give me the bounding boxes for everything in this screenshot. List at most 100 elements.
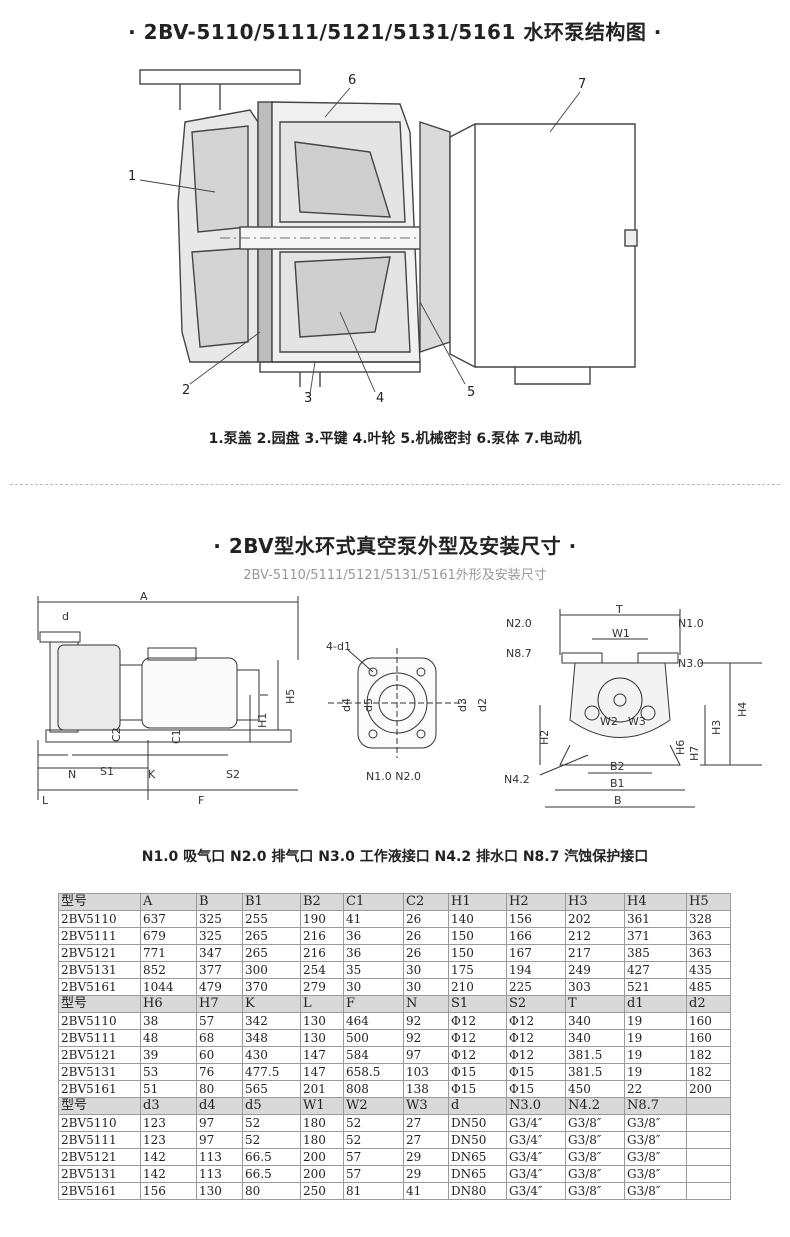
table-cell: 30	[343, 978, 404, 996]
table-cell: 19	[624, 1063, 687, 1081]
table-header-cell: N	[403, 995, 449, 1013]
side-view-drawing: A d H5 H1 C2 C1 N S1 K S2 L F	[37, 590, 299, 807]
table-cell: Φ12	[448, 1046, 507, 1064]
table-cell: 479	[196, 978, 243, 996]
table-header-cell: H6	[140, 995, 197, 1013]
ports-legend: N1.0 吸气口 N2.0 排气口 N3.0 工作液接口 N4.2 排水口 N8…	[141, 849, 649, 865]
table-cell: 202	[565, 910, 625, 928]
pump-structure-drawing: 1 2 3 4 5 6 7	[128, 69, 638, 406]
table-cell: 2BV5110	[58, 1114, 141, 1132]
table-cell: 2BV5110	[58, 910, 141, 928]
table-cell: 26	[403, 910, 449, 928]
dim-W1: W1	[612, 627, 630, 640]
table-cell: G3/8″	[565, 1148, 625, 1166]
dim-W3: W3	[628, 715, 646, 728]
table-header-cell: B2	[300, 893, 344, 911]
table-cell: 565	[242, 1080, 301, 1098]
structure-legend: 1.泵盖 2.园盘 3.平键 4.叶轮 5.机械密封 6.泵体 7.电动机	[208, 431, 582, 447]
dim-K: K	[148, 768, 156, 781]
dim-d5: d5	[362, 698, 375, 712]
table-cell: 250	[300, 1182, 344, 1200]
table-cell: 427	[624, 961, 687, 979]
table-cell: G3/4″	[506, 1131, 566, 1149]
dim-T: T	[615, 605, 623, 616]
table-cell: 80	[196, 1080, 243, 1098]
table-cell: 29	[403, 1165, 449, 1183]
table-cell: DN65	[448, 1165, 507, 1183]
table-cell: 342	[242, 1012, 301, 1030]
table-cell: 216	[300, 927, 344, 945]
table-cell: DN80	[448, 1182, 507, 1200]
table-header-cell: 型号	[58, 1097, 141, 1115]
table-cell: 142	[140, 1148, 197, 1166]
table-cell: 658.5	[343, 1063, 404, 1081]
table-cell: 2BV5161	[58, 978, 141, 996]
table-header-cell: H2	[506, 893, 566, 911]
table-cell: 35	[343, 961, 404, 979]
table-cell: Φ12	[506, 1029, 566, 1047]
table-cell: DN50	[448, 1131, 507, 1149]
table-cell: DN65	[448, 1148, 507, 1166]
table-cell: 92	[403, 1012, 449, 1030]
table-cell: 328	[686, 910, 731, 928]
table-header-cell: d4	[196, 1097, 243, 1115]
table-cell: 26	[403, 944, 449, 962]
table-cell: 36	[343, 927, 404, 945]
table-cell: 113	[196, 1165, 243, 1183]
table-cell: 156	[140, 1182, 197, 1200]
table-cell: 201	[300, 1080, 344, 1098]
callout-1: 1	[128, 169, 136, 184]
table-cell: 325	[196, 927, 243, 945]
table-cell: 175	[448, 961, 507, 979]
callout-4: 4	[376, 391, 384, 406]
table-cell: 52	[343, 1114, 404, 1132]
table-cell: 138	[403, 1080, 449, 1098]
table-cell: 485	[686, 978, 731, 996]
table-cell: Φ12	[448, 1029, 507, 1047]
table-header-cell: B1	[242, 893, 301, 911]
table-header-cell: W3	[403, 1097, 449, 1115]
dim-S1: S1	[100, 765, 114, 778]
table-header-cell: H1	[448, 893, 507, 911]
dim-d: d	[62, 610, 69, 623]
table-cell: G3/4″	[506, 1165, 566, 1183]
table-cell: Φ15	[506, 1080, 566, 1098]
dim-H7: H7	[688, 746, 701, 761]
dim-H3: H3	[710, 720, 723, 735]
table-cell: 19	[624, 1046, 687, 1064]
table-cell: 2BV5121	[58, 1148, 141, 1166]
table-cell: 160	[686, 1012, 731, 1030]
table-cell: 180	[300, 1131, 344, 1149]
callout-6: 6	[348, 73, 356, 88]
table-cell: 36	[343, 944, 404, 962]
table-cell: 68	[196, 1029, 243, 1047]
table-cell: 381.5	[565, 1063, 625, 1081]
table-cell: 385	[624, 944, 687, 962]
table-cell: 265	[242, 927, 301, 945]
table-cell: 76	[196, 1063, 243, 1081]
table-cell: 52	[242, 1131, 301, 1149]
port-N42: N4.2	[504, 773, 530, 786]
table-cell: 22	[624, 1080, 687, 1098]
table-cell: Φ15	[448, 1080, 507, 1098]
table-cell: 140	[448, 910, 507, 928]
table-cell: 679	[140, 927, 197, 945]
table-cell: 52	[242, 1114, 301, 1132]
table-cell: 19	[624, 1012, 687, 1030]
dim-d4: d4	[340, 698, 353, 712]
table-header-cell: d3	[140, 1097, 197, 1115]
table-header-cell: F	[343, 995, 404, 1013]
table-cell: G3/4″	[506, 1182, 566, 1200]
table-cell: 430	[242, 1046, 301, 1064]
table-cell: 2BV5131	[58, 1063, 141, 1081]
table-cell: 150	[448, 927, 507, 945]
table-cell: 361	[624, 910, 687, 928]
table-cell: 1044	[140, 978, 197, 996]
